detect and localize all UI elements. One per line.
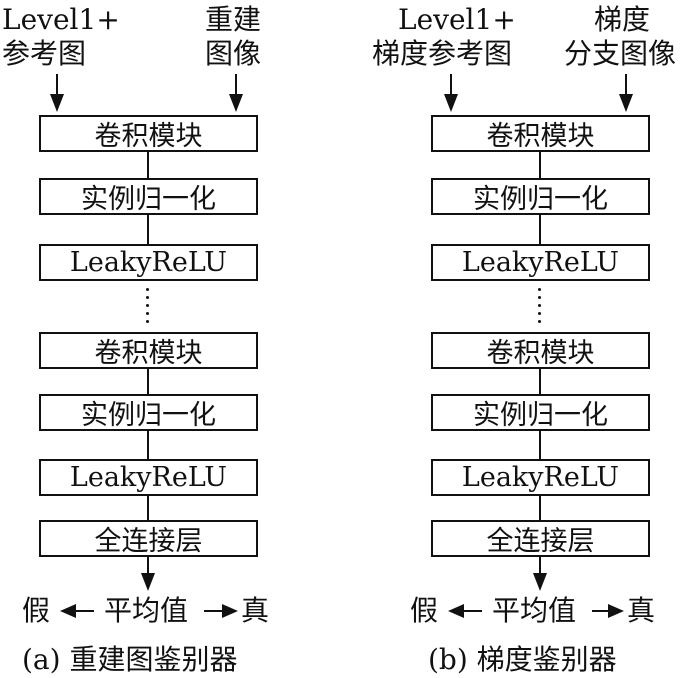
input-left-line1: Level1+: [398, 3, 516, 36]
connector: [539, 152, 541, 178]
output-fake: 假: [22, 594, 51, 627]
leaky-relu-2: LeakyReLU: [39, 459, 258, 496]
input-right-line1: 重建: [205, 3, 262, 36]
conv-block-1: 卷积模块: [431, 115, 650, 152]
connector: [539, 496, 541, 520]
arrow-to-fake: [448, 604, 464, 618]
arrow-to-real-line: [592, 610, 610, 612]
instance-norm-2: 实例归一化: [39, 394, 258, 431]
output-average: 平均值: [104, 594, 189, 627]
arrow-to-fake-line: [74, 610, 94, 612]
leaky-relu-1: LeakyReLU: [431, 244, 650, 281]
connector: [539, 369, 541, 394]
output-real: 真: [627, 594, 656, 627]
ellipsis-dots: [146, 288, 149, 328]
instance-norm-1: 实例归一化: [39, 178, 258, 215]
fully-connected-layer: 全连接层: [431, 520, 650, 557]
connector: [539, 431, 541, 459]
connector: [147, 431, 149, 459]
arrow-to-real-line: [204, 610, 224, 612]
conv-block-2: 卷积模块: [431, 332, 650, 369]
arrow-to-real: [222, 604, 238, 618]
output-arrowhead: [141, 573, 155, 591]
input-left-arrowhead: [50, 94, 64, 112]
output-fake: 假: [410, 594, 439, 627]
leaky-relu-1: LeakyReLU: [39, 244, 258, 281]
input-right-line2: 分支图像: [564, 37, 677, 70]
input-left-arrow-line: [450, 74, 452, 96]
fully-connected-layer: 全连接层: [39, 520, 258, 557]
input-right-arrow-line: [625, 74, 627, 96]
panel-caption: (a) 重建图鉴别器: [22, 643, 238, 676]
instance-norm-1: 实例归一化: [431, 178, 650, 215]
arrow-to-fake-line: [462, 610, 482, 612]
input-left-arrow-line: [56, 74, 58, 96]
output-arrowhead: [533, 573, 547, 591]
ellipsis-dots: [538, 288, 541, 328]
input-left-arrowhead: [444, 94, 458, 112]
output-arrow-line: [539, 557, 541, 575]
output-average: 平均值: [492, 594, 577, 627]
connector: [147, 215, 149, 244]
connector: [147, 496, 149, 520]
input-right-arrow-line: [235, 74, 237, 96]
input-left-line2: 参考图: [2, 37, 87, 70]
discriminator-panel-gradient: Level1+ 梯度参考图 梯度 分支图像 卷积模块 实例归一化 LeakyRe…: [372, 0, 692, 677]
connector: [147, 369, 149, 394]
output-arrow-line: [147, 557, 149, 575]
conv-block-2: 卷积模块: [39, 332, 258, 369]
panel-caption: (b) 梯度鉴别器: [428, 643, 617, 676]
output-real: 真: [241, 594, 270, 627]
leaky-relu-2: LeakyReLU: [431, 459, 650, 496]
input-left-line1: Level1+: [2, 3, 120, 36]
input-left-line2: 梯度参考图: [372, 37, 513, 70]
input-right-line2: 图像: [205, 37, 262, 70]
instance-norm-2: 实例归一化: [431, 394, 650, 431]
input-right-arrowhead: [229, 94, 243, 112]
arrow-to-fake: [60, 604, 76, 618]
conv-block-1: 卷积模块: [39, 115, 258, 152]
arrow-to-real: [608, 604, 624, 618]
input-right-line1: 梯度: [594, 3, 651, 36]
discriminator-panel-reconstruction: Level1+ 参考图 重建 图像 卷积模块 实例归一化 LeakyReLU 卷…: [0, 0, 346, 677]
connector: [539, 215, 541, 244]
connector: [147, 152, 149, 178]
input-right-arrowhead: [619, 94, 633, 112]
